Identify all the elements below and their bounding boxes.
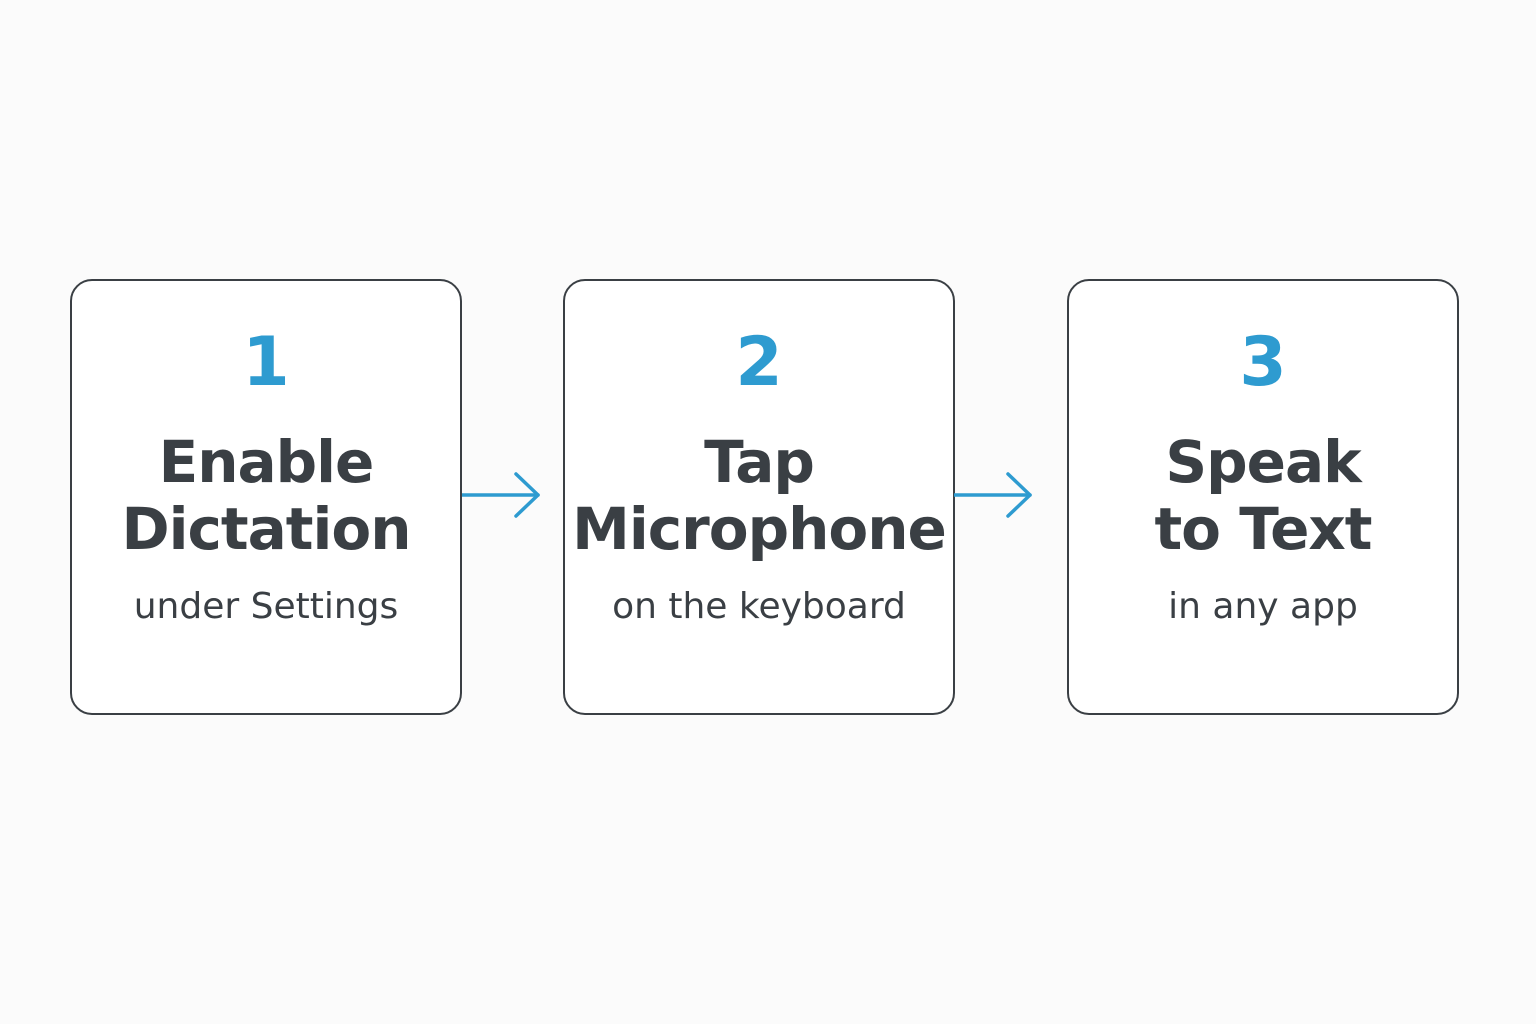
- arrow-right-icon: [462, 472, 540, 518]
- step-subtitle: on the keyboard: [612, 586, 906, 627]
- step-title: Enable Dictation: [72, 429, 460, 563]
- step-title-line: Enable: [158, 428, 375, 496]
- arrow-head: [1006, 472, 1032, 518]
- step-title: Tap Microphone: [565, 429, 953, 563]
- step-number: 1: [242, 323, 290, 402]
- step-subtitle: in any app: [1168, 586, 1358, 627]
- step-title-line: Dictation: [121, 495, 411, 563]
- step-title-line: Tap: [704, 428, 815, 496]
- step-title-line: to Text: [1154, 495, 1372, 563]
- step-number: 2: [735, 323, 783, 402]
- step-card-3: 3 Speak to Text in any app: [1067, 279, 1459, 715]
- step-subtitle: under Settings: [133, 586, 399, 627]
- arrow-right-icon: [954, 472, 1032, 518]
- step-title-line: Speak: [1165, 428, 1361, 496]
- arrow-head: [514, 472, 540, 518]
- step-card-1: 1 Enable Dictation under Settings: [70, 279, 462, 715]
- step-title-line: Microphone: [572, 495, 947, 563]
- step-number: 3: [1239, 323, 1287, 402]
- step-card-2: 2 Tap Microphone on the keyboard: [563, 279, 955, 715]
- step-title: Speak to Text: [1069, 429, 1457, 563]
